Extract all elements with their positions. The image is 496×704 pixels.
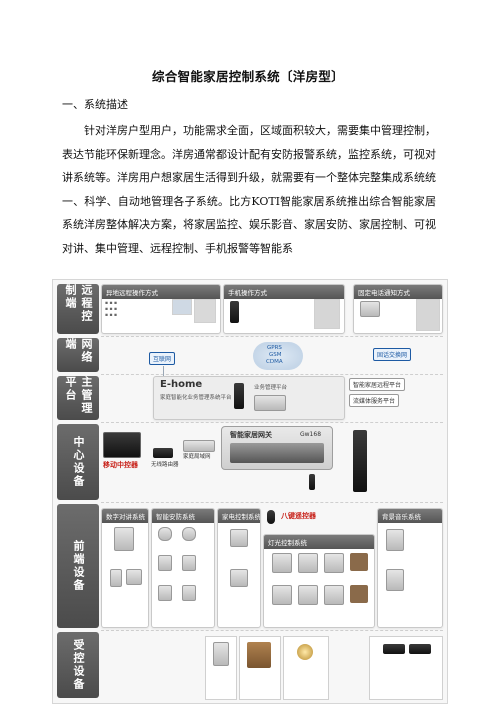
body-paragraph-text: 针对洋房户型用户，功能需求全面，区域面积较大，需要集中管理控制，表达节能环保新理… — [62, 124, 436, 255]
server-rack-icon — [254, 395, 286, 411]
platform-subtitle: 家庭智能化业务管理系统平台 — [160, 395, 232, 401]
light-switch-icon — [272, 585, 292, 605]
platform-panel: E-home 家庭智能化业务管理系统平台 业务管理平台 — [153, 376, 345, 420]
intercom-panel-icon — [114, 527, 134, 551]
music-panel-icon — [386, 529, 404, 551]
platform-item: 智能家居远程平台 — [349, 378, 406, 391]
cdma-label: CDMA — [266, 359, 283, 365]
system-diagram: 远程控制端 网络端 主管理平台 中心设备 前端设备 受控设备 异地远程操作方式 … — [52, 279, 448, 704]
mobile-controller-icon — [103, 432, 141, 458]
phone-notice-title: 固定电话通知方式 — [354, 285, 442, 299]
platform-item: 流媒体服务平台 — [349, 394, 400, 407]
intercom-system-title: 数字对讲系统 — [102, 509, 148, 523]
security-system-box: 智能安防系统 — [151, 508, 215, 628]
lane-divider — [101, 502, 443, 503]
remote-control-icon — [353, 430, 367, 492]
phone-notice-box: 固定电话通知方式 — [353, 284, 443, 334]
section-heading: 一、系统描述 — [62, 98, 128, 111]
air-conditioner-icon — [213, 642, 229, 666]
speaker-icon — [386, 569, 404, 591]
gateway-device-icon — [230, 443, 324, 463]
band-management: 主管理平台 — [57, 376, 99, 420]
gprs-label: GPRS — [267, 345, 282, 351]
lane-divider — [101, 336, 443, 337]
light-switch-icon — [298, 553, 318, 573]
background-music-box: 背景音乐系统 — [377, 508, 443, 628]
socket-icon — [230, 569, 248, 587]
lighting-system-box: 灯光控制系统 — [263, 534, 375, 628]
detector-icon — [158, 585, 172, 601]
office-photo-icon — [194, 299, 216, 323]
mobile-phone-icon — [230, 301, 239, 323]
av-tile — [369, 636, 443, 700]
smart-gateway: 智能家居网关 Gw168 — [221, 426, 333, 470]
mobile-controller-label: 移动中控器 — [103, 461, 138, 469]
laptop-icon — [172, 299, 192, 315]
band-network: 网络端 — [57, 338, 99, 372]
gateway-model: Gw168 — [300, 431, 322, 438]
dimmer-icon — [350, 553, 368, 571]
landline-phone-icon — [360, 301, 380, 317]
band-controlled: 受控设备 — [57, 632, 99, 698]
appliance-control-title: 家电控制系统 — [218, 509, 260, 523]
internet-label: 互联网 — [149, 352, 176, 365]
mobile-network-cloud — [253, 342, 303, 370]
chandelier-icon — [297, 644, 313, 660]
light-switch-icon — [324, 585, 344, 605]
mobile-operation-box: 手机操作方式 — [223, 284, 345, 334]
doc-title: 综合智能家居控制系统〔洋房型〕 — [151, 69, 344, 84]
band-remote-control: 远程控制端 — [57, 284, 99, 334]
platform-item: 业务管理平台 — [254, 385, 288, 391]
doorbell-icon — [110, 569, 122, 587]
lane-divider — [101, 630, 443, 631]
router-label: 无线路由器 — [151, 462, 179, 468]
lighting-system-title: 灯光控制系统 — [264, 535, 374, 549]
light-switch-icon — [298, 585, 318, 605]
camera-icon — [158, 527, 172, 541]
camera-icon — [182, 527, 196, 541]
band-front: 前端设备 — [57, 504, 99, 628]
light-switch-icon — [272, 553, 292, 573]
lane-divider — [101, 422, 443, 423]
antenna-icon — [309, 474, 315, 490]
curtain-icon — [247, 642, 271, 668]
light-switch-icon — [324, 553, 344, 573]
amplifier-icon — [383, 644, 405, 654]
sensor-icon — [182, 555, 196, 571]
background-music-title: 背景音乐系统 — [378, 509, 442, 523]
gsm-label: GSM — [269, 352, 282, 358]
mobile-operation-title: 手机操作方式 — [224, 285, 344, 299]
remote-icon — [267, 510, 275, 524]
remote-operation-box: 异地远程操作方式 ▪ ▪ ▪▪ ▪ ▪▪ ▪ ▪ — [101, 284, 221, 334]
person-photo-icon — [314, 299, 340, 329]
dimmer-icon — [350, 585, 368, 603]
switch-icon — [183, 440, 215, 452]
body-paragraph: 针对洋房户型用户，功能需求全面，区域面积较大，需要集中管理控制，表达节能环保新理… — [62, 119, 436, 260]
intercom-system-box: 数字对讲系统 — [101, 508, 149, 628]
band-center: 中心设备 — [57, 424, 99, 500]
router-icon — [153, 448, 173, 458]
platform-name: E-home — [160, 379, 203, 390]
switch-panel-icon — [230, 529, 248, 547]
remote-operation-title: 异地远程操作方式 — [102, 285, 220, 299]
person-photo-icon — [416, 299, 440, 331]
server-icon — [234, 383, 244, 409]
detector-icon — [182, 585, 196, 601]
appliance-control-box: 家电控制系统 — [217, 508, 261, 628]
indoor-monitor-icon — [126, 569, 142, 585]
player-icon — [409, 644, 431, 654]
gateway-label: 智能家居网关 — [230, 431, 272, 439]
sensor-icon — [158, 555, 172, 571]
lane-divider — [101, 374, 443, 375]
switch-label: 家庭局域网 — [183, 454, 211, 460]
telephone-network-label: 固话交换网 — [373, 348, 412, 361]
security-system-title: 智能安防系统 — [152, 509, 214, 523]
eight-key-remote-label: 八键遥控器 — [281, 512, 316, 520]
